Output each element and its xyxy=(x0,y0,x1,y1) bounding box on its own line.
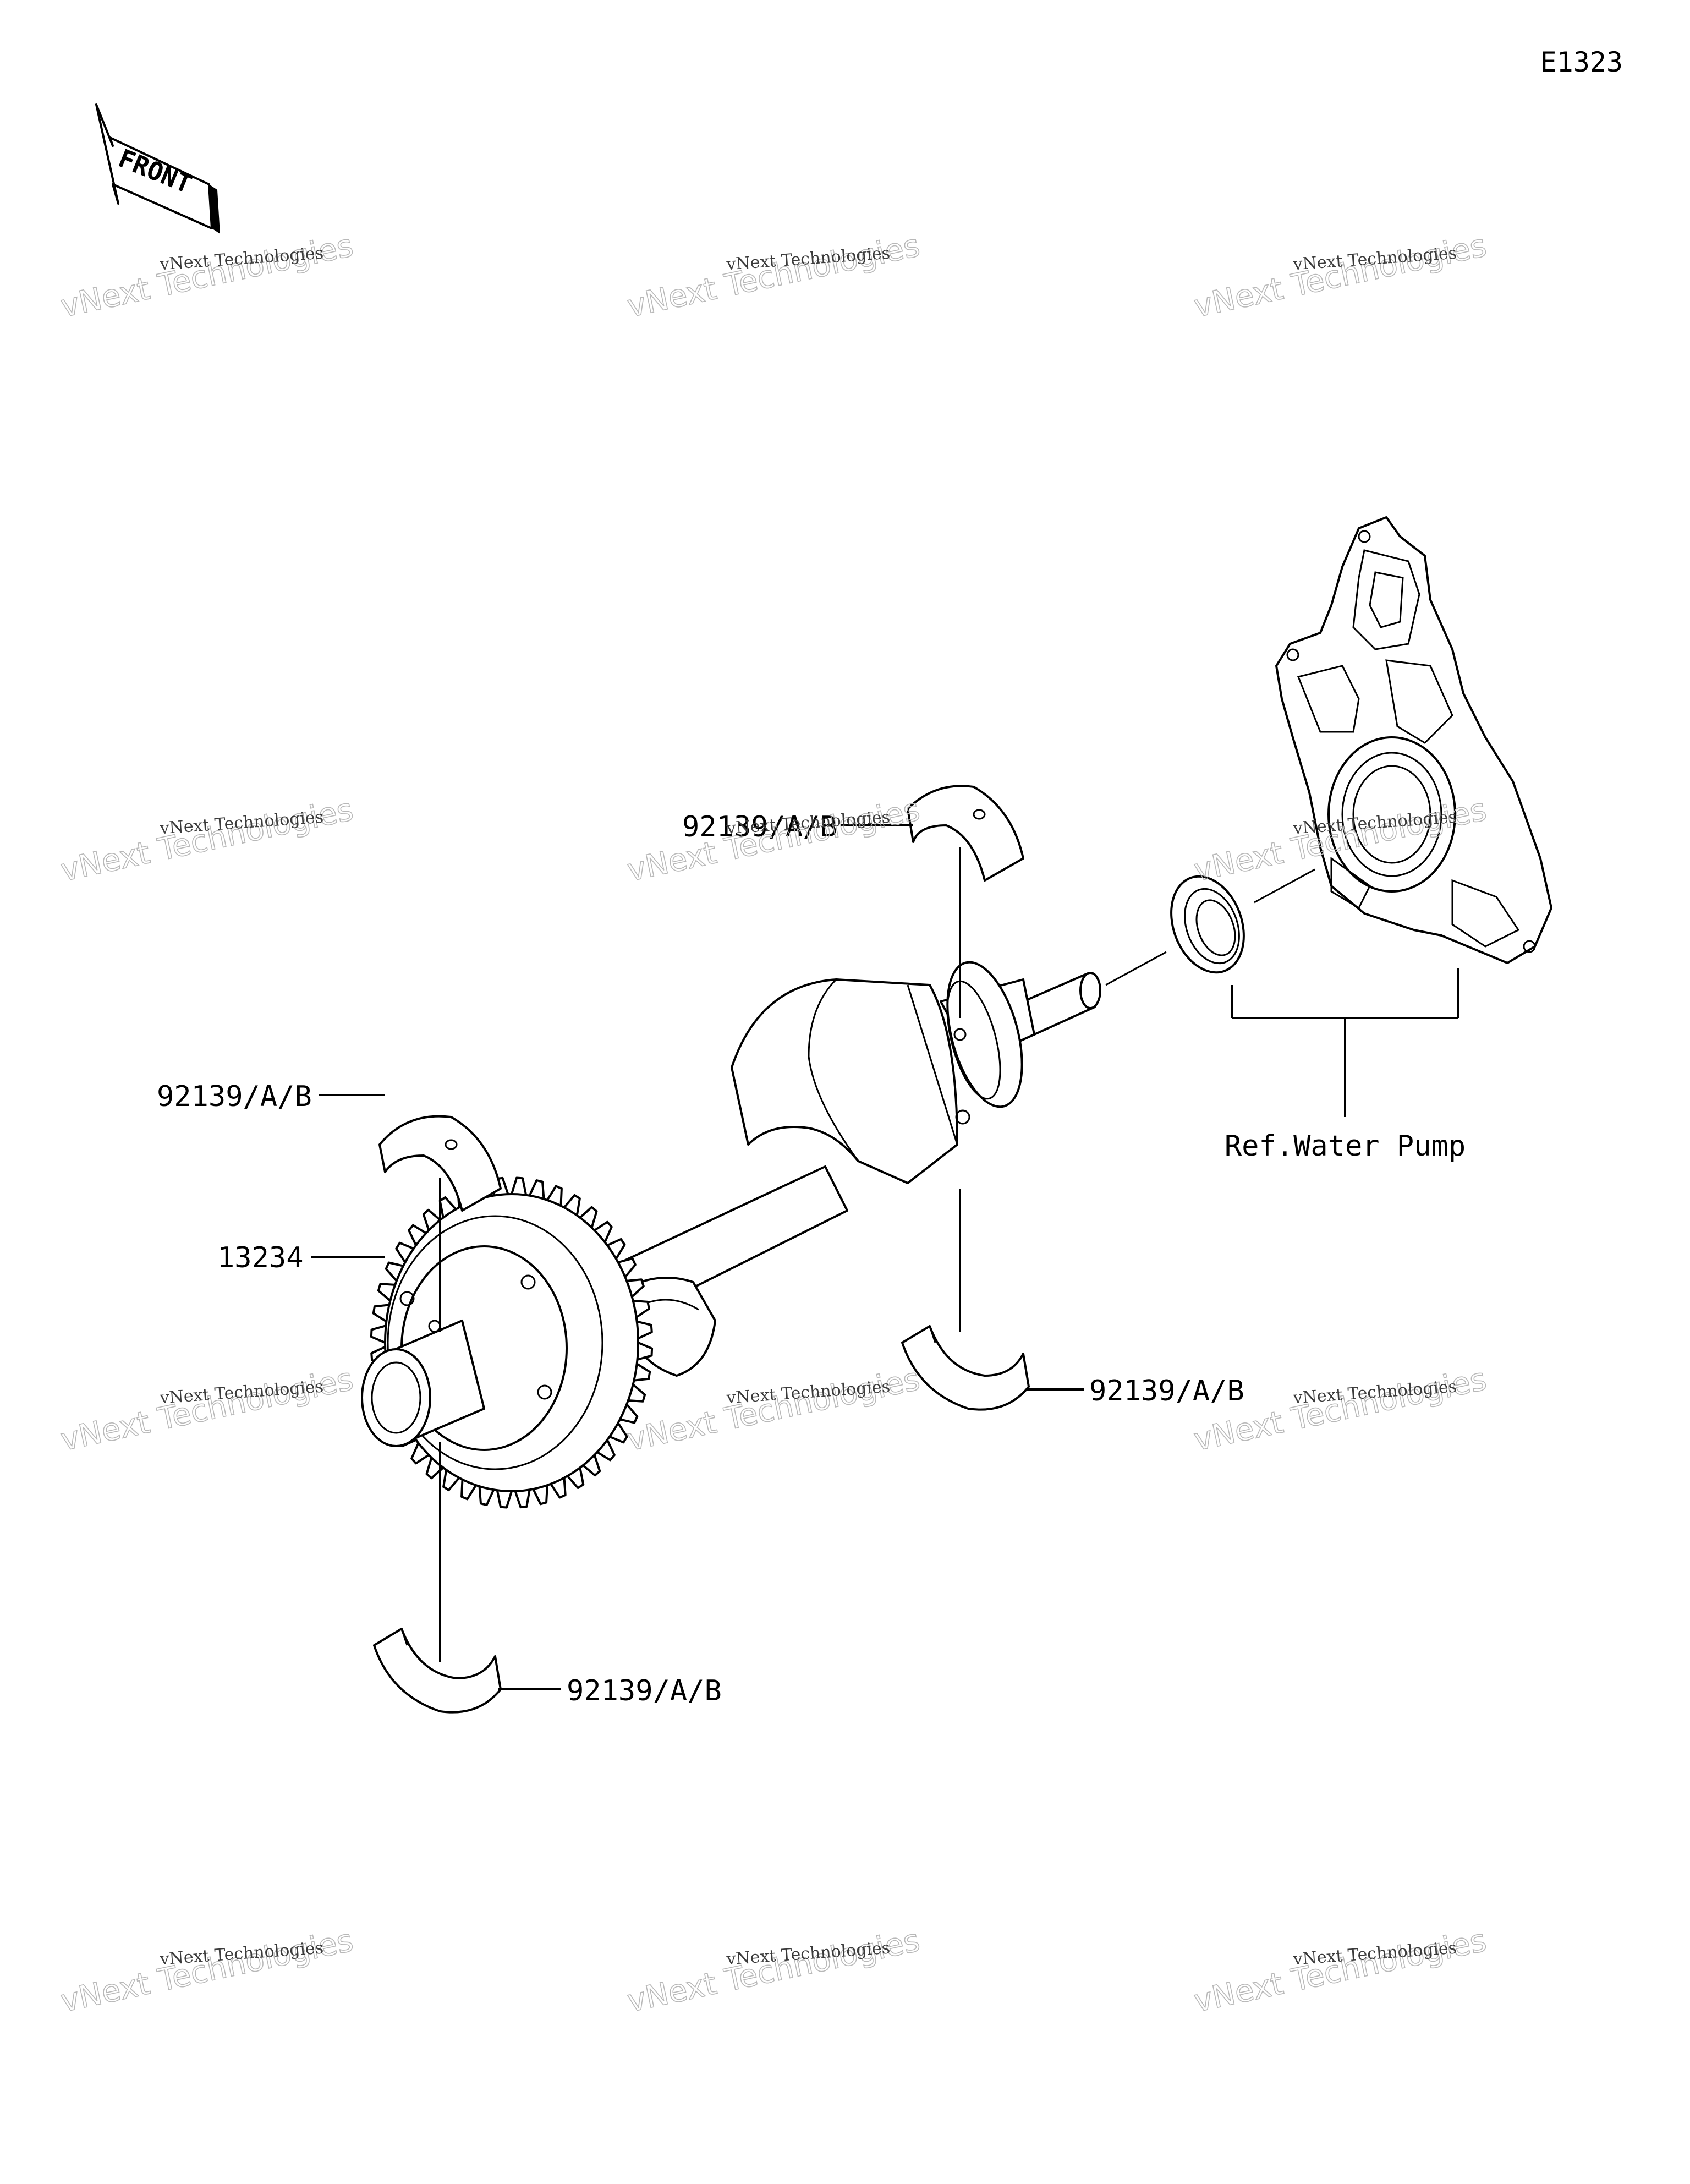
water-pump-housing xyxy=(1275,516,1552,964)
gear-tooth xyxy=(442,1469,460,1491)
gear-tooth xyxy=(372,1304,389,1323)
gear-tooth xyxy=(496,1490,513,1509)
bearing-shell-top-right xyxy=(907,785,1024,882)
gear-tooth xyxy=(478,1486,495,1506)
callout-bearing-top-left: 92139/A/B xyxy=(157,1080,312,1113)
watermark-outline-text: vNext Technologies xyxy=(1191,1923,1490,2019)
callout-bearing-bottom: 92139/A/B xyxy=(567,1674,722,1707)
gear-tooth xyxy=(395,1241,414,1263)
watermark-outline-text: vNext Technologies xyxy=(624,1361,923,1458)
bearing-shell-top-left xyxy=(378,1115,502,1212)
callout-gear: 13234 xyxy=(217,1241,304,1274)
gear-tooth xyxy=(582,1454,601,1477)
watermark-outline-text: vNext Technologies xyxy=(624,228,923,325)
gear-tooth xyxy=(637,1320,653,1340)
watermark-outline-text: vNext Technologies xyxy=(624,792,923,889)
gear-tooth xyxy=(637,1342,654,1361)
front-arrow-icon: FRONT xyxy=(95,103,220,234)
watermark-outline-text: vNext Technologies xyxy=(58,228,356,325)
oil-seal xyxy=(1170,875,1245,974)
diagram-code: E1323 xyxy=(1540,46,1623,78)
bearing-shell-bottom xyxy=(373,1628,502,1714)
gear-tooth xyxy=(425,1457,445,1480)
balancer-shaft xyxy=(566,961,1101,1377)
gear-tooth xyxy=(410,1442,430,1465)
bearing-shell-lower-right xyxy=(901,1325,1030,1411)
gear-tooth xyxy=(633,1299,650,1318)
watermark-outline-text: vNext Technologies xyxy=(58,1361,356,1458)
balancer-gear xyxy=(361,1176,654,1509)
watermark-outline-text: vNext Technologies xyxy=(624,1923,923,2019)
callout-bearing-top-right: 92139/A/B xyxy=(682,811,837,844)
watermark-outline-text: vNext Technologies xyxy=(1191,228,1490,325)
reference-water-pump-label: Ref.Water Pump xyxy=(1225,1130,1466,1163)
gear-tooth xyxy=(634,1362,651,1382)
gear-tooth xyxy=(514,1489,531,1509)
gear-tooth xyxy=(596,1439,616,1462)
gear-tooth xyxy=(528,1179,545,1200)
watermark-outline-text: vNext Technologies xyxy=(58,792,356,889)
watermark-outline-text: vNext Technologies xyxy=(58,1923,356,2019)
gear-tooth xyxy=(532,1485,548,1506)
gear-tooth xyxy=(619,1403,639,1424)
callout-bearing-lower-right: 92139/A/B xyxy=(1089,1375,1244,1408)
gear-tooth xyxy=(563,1194,581,1216)
gear-tooth xyxy=(579,1206,598,1228)
gear-tooth xyxy=(408,1224,427,1246)
gear-tooth xyxy=(594,1220,613,1243)
leader-lines xyxy=(311,824,1459,1690)
gear-tooth xyxy=(606,1238,626,1260)
gear-tooth xyxy=(566,1467,585,1490)
gear-tooth xyxy=(422,1208,441,1231)
gear-tooth xyxy=(511,1176,528,1196)
gear-tooth xyxy=(370,1324,387,1344)
gear-tooth xyxy=(438,1196,457,1218)
gear-tooth xyxy=(385,1261,404,1282)
gear-tooth xyxy=(609,1422,628,1444)
gear-tooth xyxy=(617,1257,637,1278)
